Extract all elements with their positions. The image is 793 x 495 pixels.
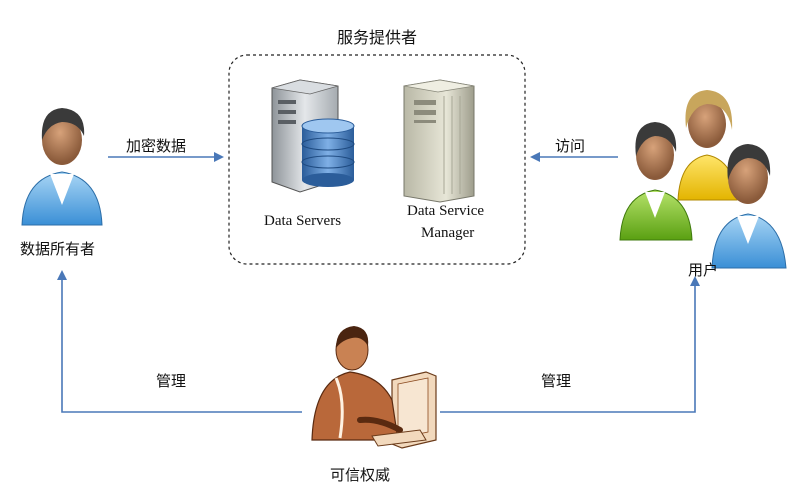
database-server-icon — [271, 79, 355, 193]
edge-label-access: 访问 — [555, 137, 586, 155]
owner-person-icon — [21, 108, 103, 226]
data-servers-label: Data Servers — [264, 213, 342, 229]
users-group-icon — [619, 90, 787, 269]
arrow-authority-to-users — [440, 276, 700, 413]
provider-title: 服务提供者 — [337, 28, 418, 47]
authority-label: 可信权威 — [330, 466, 391, 484]
data-service-manager-label-line1: Data Service — [407, 203, 485, 219]
provider-box — [228, 54, 526, 265]
edge-label-encrypted-data: 加密数据 — [126, 137, 187, 155]
data-service-manager-label-line2: Manager — [421, 225, 475, 241]
edge-label-manage-right: 管理 — [541, 372, 572, 390]
arrow-authority-to-owner — [57, 270, 302, 413]
owner-label: 数据所有者 — [20, 240, 96, 258]
tower-server-icon — [403, 79, 475, 203]
authority-operator-icon — [311, 326, 437, 449]
users-label: 用户 — [688, 261, 719, 279]
edge-label-manage-left: 管理 — [156, 372, 187, 390]
